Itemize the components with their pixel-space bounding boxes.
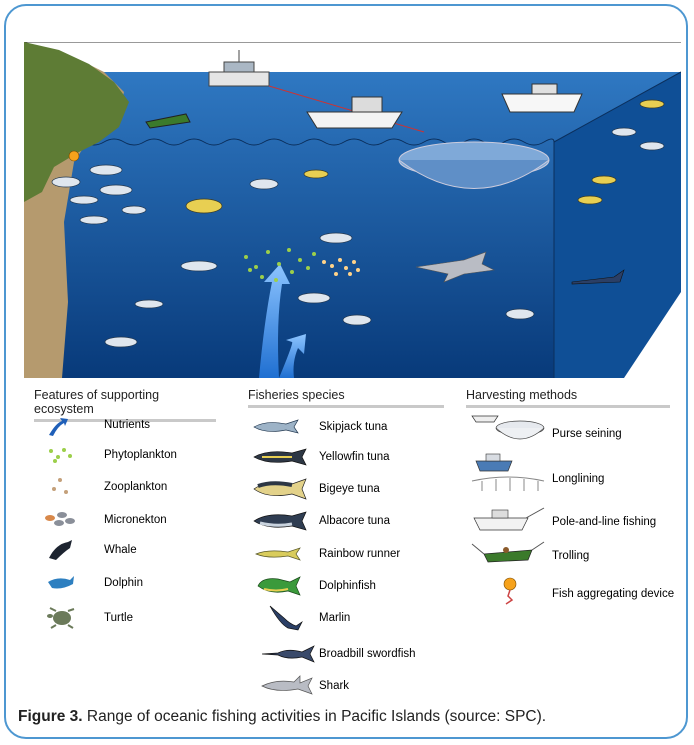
legend-item-label: Broadbill swordfish <box>319 648 416 660</box>
legend-item-label: Bigeye tuna <box>319 483 380 495</box>
legend-item-label: Zooplankton <box>104 481 167 493</box>
legend-item-label: Rainbow runner <box>319 548 400 560</box>
legend-item-label: Longlining <box>552 473 604 485</box>
legend-item-label: Purse seining <box>552 428 622 440</box>
yellowfin-tuna-icon <box>252 448 308 466</box>
phytoplankton-icon <box>46 445 76 465</box>
legend-item-label: Shark <box>319 680 349 692</box>
legend-item-label: Dolphin <box>104 577 143 589</box>
micronekton-icon <box>42 508 78 530</box>
legend-item-label: Micronekton <box>104 514 167 526</box>
fad-icon <box>498 576 538 606</box>
legend-item-label: Skipjack tuna <box>319 421 387 433</box>
pole-and-line-icon <box>468 504 548 534</box>
swordfish-icon <box>262 644 318 664</box>
whale-icon <box>46 538 76 562</box>
legend-item-label: Pole-and-line fishing <box>552 516 656 528</box>
legend-item-label: Nutrients <box>104 419 150 431</box>
legend-item-label: Yellowfin tuna <box>319 451 390 463</box>
figure-caption-text: Range of oceanic fishing activities in P… <box>83 708 547 725</box>
longline-boat <box>209 50 269 86</box>
legend-item-label: Albacore tuna <box>319 515 390 527</box>
ocean-scene-illustration <box>24 42 681 378</box>
skipjack-tuna-icon <box>252 419 302 435</box>
legend-item-label: Marlin <box>319 612 350 624</box>
shark-icon <box>260 674 316 696</box>
legend-species-heading: Fisheries species <box>248 388 444 408</box>
figure-caption: Figure 3. Range of oceanic fishing activ… <box>18 708 678 726</box>
legend-methods: Harvesting methods <box>466 388 670 408</box>
bigeye-tuna-icon <box>252 478 308 500</box>
dolphinfish-icon <box>256 576 302 596</box>
albacore-tuna-icon <box>252 511 308 531</box>
marlin-icon <box>266 604 306 634</box>
legend-item-label: Whale <box>104 544 137 556</box>
trolling-icon <box>468 540 548 566</box>
turtle-icon <box>46 606 78 630</box>
legend-item-label: Phytoplankton <box>104 449 177 461</box>
legend-item-label: Turtle <box>104 612 133 624</box>
longline-icon <box>468 451 548 493</box>
fad-buoy <box>69 151 79 161</box>
zooplankton-icon <box>46 476 76 498</box>
dolphin-icon <box>46 572 76 594</box>
legend-item-label: Fish aggregating device <box>552 588 674 600</box>
legend-item-label: Trolling <box>552 550 589 562</box>
rainbow-runner-icon <box>254 547 304 561</box>
legend-item-label: Dolphinfish <box>319 580 376 592</box>
nutrients-arrow-icon <box>46 415 72 437</box>
legend-species: Fisheries species <box>248 388 444 408</box>
figure-caption-label: Figure 3. <box>18 708 83 725</box>
legend-methods-heading: Harvesting methods <box>466 388 670 408</box>
purse-seine-icon <box>468 410 548 448</box>
